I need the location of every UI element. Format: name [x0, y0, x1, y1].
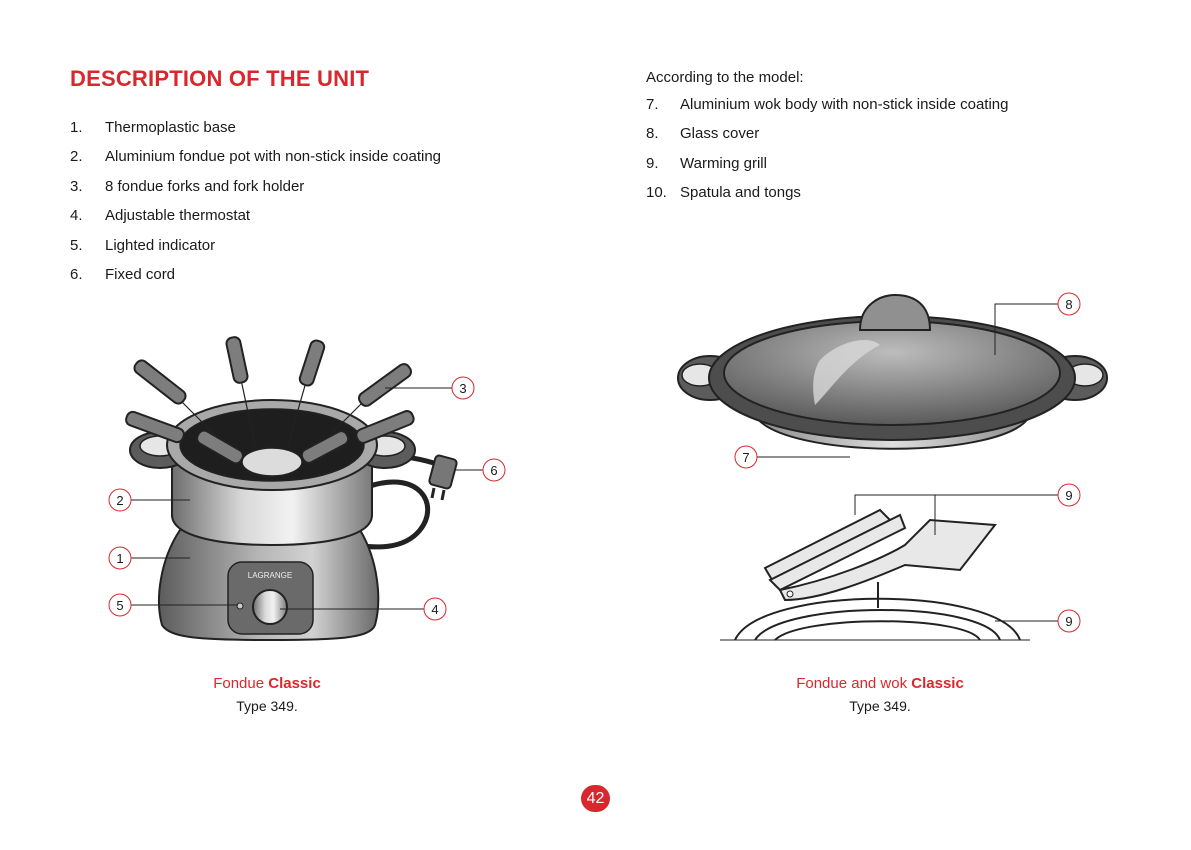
caption-prefix: Fondue: [213, 675, 269, 692]
callout-5: 5: [108, 593, 238, 617]
list-item: 2. Aluminium fondue pot with non-stick in…: [70, 148, 550, 177]
item-number: 2.: [70, 148, 83, 166]
svg-text:5: 5: [116, 598, 123, 613]
brand-logo: LAGRANGE: [248, 571, 292, 580]
item-text: Aluminium fondue pot with non-stick insi…: [105, 148, 442, 166]
tongs: [763, 508, 907, 592]
parts-list-left: 1. Thermoplastic base 2. Aluminium fondue …: [70, 119, 550, 295]
page-title: DESCRIPTION OF THE UNIT: [70, 66, 370, 91]
svg-text:8: 8: [1065, 297, 1072, 312]
svg-text:2: 2: [116, 493, 123, 508]
callout-1: 1: [108, 546, 190, 570]
warming-grill: [720, 582, 1030, 641]
page-number: 42: [581, 785, 610, 812]
svg-text:4: 4: [431, 602, 438, 617]
callout-6: 6: [455, 458, 506, 482]
svg-text:7: 7: [742, 450, 749, 465]
item-number: 8.: [646, 125, 659, 143]
list-item: 8. Glass cover: [646, 125, 1126, 154]
caption-fondue: Fondue Classic: [167, 675, 367, 692]
caption-type: Type 349.: [236, 698, 298, 714]
svg-text:9: 9: [1065, 488, 1072, 503]
list-item: 9. Warming grill: [646, 155, 1126, 184]
caption-model: Classic: [911, 675, 964, 692]
item-text: Lighted indicator: [105, 236, 216, 254]
item-number: 10.: [646, 184, 667, 202]
item-text: Aluminium wok body with non-stick inside…: [680, 96, 1009, 113]
item-number: 3.: [70, 177, 83, 195]
item-number: 1.: [70, 119, 83, 136]
item-number: 5.: [70, 236, 83, 254]
item-text: Warming grill: [680, 154, 767, 172]
item-number: 9.: [646, 154, 659, 172]
list-item: 4. Adjustable thermostat: [70, 207, 550, 236]
item-number: 7.: [646, 96, 659, 113]
list-item: 10. Spatula and tongs: [646, 184, 1126, 213]
item-text: Thermoplastic base: [105, 119, 236, 136]
list-item: 1. Thermoplastic base: [70, 119, 550, 148]
glass-cover: [723, 320, 1061, 426]
list-item: 5. Lighted indicator: [70, 237, 550, 266]
item-text: Adjustable thermostat: [105, 207, 251, 225]
callout-9-grill: 9: [995, 609, 1081, 633]
plug-icon: [428, 454, 458, 501]
item-number: 4.: [70, 207, 83, 225]
item-text: Spatula and tongs: [680, 184, 801, 202]
caption-type: Type 349.: [849, 698, 911, 714]
caption-model: Classic: [268, 675, 321, 692]
fondue-forks: [125, 336, 415, 465]
list-item: 6. Fixed cord: [70, 266, 550, 295]
indicator-light: [236, 602, 244, 610]
svg-text:3: 3: [459, 381, 466, 396]
model-intro: According to the model:: [646, 69, 804, 86]
callout-9-tongs: 9: [854, 483, 1081, 535]
caption-wok: Fondue and wok Classic: [770, 675, 990, 692]
callout-7: 7: [734, 445, 850, 469]
callout-4: 4: [280, 597, 447, 621]
list-item: 7. Aluminium wok body with non-stick insi…: [646, 96, 1126, 125]
cover-knob: [858, 293, 932, 331]
svg-text:9: 9: [1065, 614, 1072, 629]
item-text: Fixed cord: [105, 265, 176, 283]
callout-2: 2: [108, 488, 190, 512]
callout-8: 8: [994, 292, 1081, 355]
spatula: [778, 518, 997, 602]
item-text: Glass cover: [680, 125, 760, 143]
item-text: 8 fondue forks and fork holder: [105, 177, 305, 195]
wok-illustration: [677, 293, 1108, 450]
callout-3: 3: [385, 376, 475, 400]
parts-list-right: 7. Aluminium wok body with non-stick insi…: [646, 96, 1126, 214]
svg-text:1: 1: [116, 551, 123, 566]
list-item: 3. 8 fondue forks and fork holder: [70, 178, 550, 207]
svg-text:6: 6: [490, 463, 497, 478]
caption-prefix: Fondue and wok: [796, 675, 912, 692]
thermostat-knob[interactable]: [252, 589, 288, 625]
item-number: 6.: [70, 265, 83, 283]
